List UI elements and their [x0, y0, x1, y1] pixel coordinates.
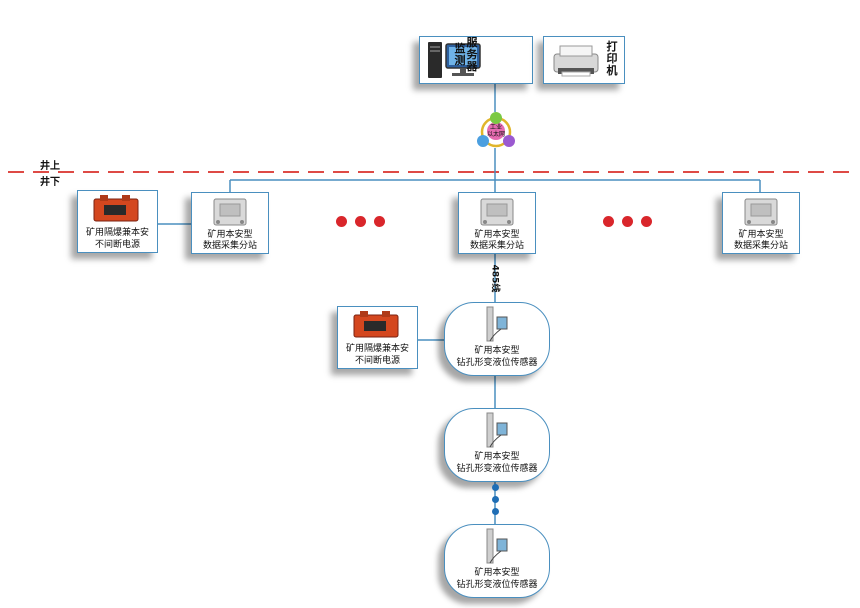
ellipsis-dot — [492, 496, 499, 503]
sensor-1: 矿用本安型 钻孔形变液位传感器 — [444, 302, 550, 376]
sensor-1-line1: 矿用本安型 — [474, 346, 520, 356]
ellipsis-dot — [374, 216, 385, 227]
server-label-b: 服务器 — [466, 36, 478, 73]
sensor-1-line2: 钻孔形变液位传感器 — [456, 358, 538, 368]
printer-label: 打印机 — [606, 40, 618, 77]
station-3: 矿用本安型 数据采集分站 — [722, 192, 800, 254]
printer-icon — [553, 45, 599, 77]
power-supply-icon — [93, 195, 139, 222]
ellipsis-dot — [355, 216, 366, 227]
power-supply-2-line2: 不间断电源 — [354, 356, 400, 366]
station-1: 矿用本安型 数据采集分站 — [191, 192, 269, 254]
sensor-probe-icon — [486, 306, 508, 342]
station-2-line1: 矿用本安型 — [474, 230, 520, 240]
station-3-line1: 矿用本安型 — [738, 230, 784, 240]
sensor-probe-icon — [486, 412, 508, 448]
ellipsis-dot — [336, 216, 347, 227]
underground-label: 井下 — [40, 177, 60, 188]
bus-label: 485线 — [489, 264, 500, 293]
power-supply-1: 矿用隔爆兼本安 不间断电源 — [77, 190, 158, 253]
ellipsis-dot — [492, 508, 499, 515]
station-1-line1: 矿用本安型 — [207, 230, 253, 240]
ellipsis-dot — [492, 484, 499, 491]
sensor-2-line1: 矿用本安型 — [474, 452, 520, 462]
station-box-icon — [744, 198, 778, 226]
sensor-3-line2: 钻孔形变液位传感器 — [456, 580, 538, 590]
sensor-probe-icon — [486, 528, 508, 564]
server-computer-icon — [428, 42, 481, 78]
station-box-icon — [480, 198, 514, 226]
station-2: 矿用本安型 数据采集分站 — [458, 192, 536, 254]
station-box-icon — [213, 198, 247, 226]
sensor-3: 矿用本安型 钻孔形变液位传感器 — [444, 524, 550, 598]
station-1-line2: 数据采集分站 — [202, 241, 257, 251]
station-3-line2: 数据采集分站 — [733, 241, 788, 251]
ethernet-label-1: 工业 — [489, 124, 502, 131]
ellipsis-dot — [603, 216, 614, 227]
server-node: 监测 服务器 — [419, 36, 533, 84]
power-supply-2-line1: 矿用隔爆兼本安 — [345, 344, 409, 354]
ellipsis-dot — [641, 216, 652, 227]
ethernet-label-2: 以太网 — [486, 131, 505, 138]
printer-node: 打印机 — [543, 36, 625, 84]
power-supply-icon — [353, 311, 399, 338]
server-label-a: 监测 — [454, 42, 466, 67]
power-supply-2: 矿用隔爆兼本安 不间断电源 — [337, 306, 418, 369]
sensor-2: 矿用本安型 钻孔形变液位传感器 — [444, 408, 550, 482]
ellipsis-dot — [622, 216, 633, 227]
power-supply-1-line2: 不间断电源 — [94, 240, 140, 250]
power-supply-1-line1: 矿用隔爆兼本安 — [85, 228, 149, 238]
surface-label: 井上 — [40, 161, 60, 172]
station-2-line2: 数据采集分站 — [469, 241, 524, 251]
ethernet-hub-icon — [477, 112, 515, 148]
sensor-2-line2: 钻孔形变液位传感器 — [456, 464, 538, 474]
sensor-3-line1: 矿用本安型 — [474, 568, 520, 578]
ethernet-hub: 工业 以太网 — [475, 110, 517, 152]
